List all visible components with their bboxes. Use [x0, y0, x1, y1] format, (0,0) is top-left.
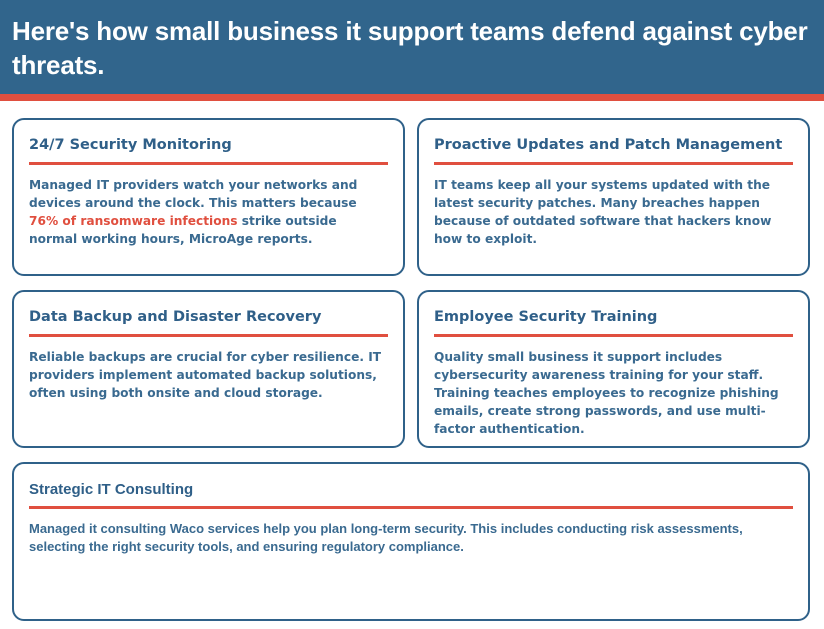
card-body: Managed it consulting Waco services help… [29, 521, 743, 554]
header-accent-stripe [0, 94, 824, 101]
card-employee-training: Employee Security Training Quality small… [417, 290, 810, 448]
card-body-text: strike outside normal working hours, Mic… [29, 214, 337, 246]
card-data-backup: Data Backup and Disaster Recovery Reliab… [12, 290, 405, 448]
card-title: Strategic IT Consulting [29, 481, 194, 498]
card-divider [29, 506, 793, 509]
card-divider [434, 162, 793, 165]
card-title: Data Backup and Disaster Recovery [29, 309, 322, 325]
card-body-text: Managed IT providers watch your networks… [29, 178, 358, 210]
card-body: Quality small business it support includ… [434, 350, 779, 436]
card-strategic-consulting: Strategic IT Consulting Managed it consu… [12, 462, 810, 621]
card-body: Reliable backups are crucial for cyber r… [29, 350, 382, 400]
highlight-stat: 76% of ransomware infections [29, 214, 238, 228]
card-title: Proactive Updates and Patch Management [434, 137, 783, 153]
card-title: Employee Security Training [434, 309, 658, 325]
card-patch-management: Proactive Updates and Patch Management I… [417, 118, 810, 276]
page-title: Here's how small business it support tea… [12, 16, 808, 80]
card-title: 24/7 Security Monitoring [29, 137, 232, 153]
card-divider [29, 162, 388, 165]
card-body: IT teams keep all your systems updated w… [434, 178, 772, 246]
card-divider [29, 334, 388, 337]
page-header: Here's how small business it support tea… [0, 0, 824, 94]
card-security-monitoring: 24/7 Security Monitoring Managed IT prov… [12, 118, 405, 276]
card-divider [434, 334, 793, 337]
card-body: Managed IT providers watch your networks… [29, 176, 389, 248]
